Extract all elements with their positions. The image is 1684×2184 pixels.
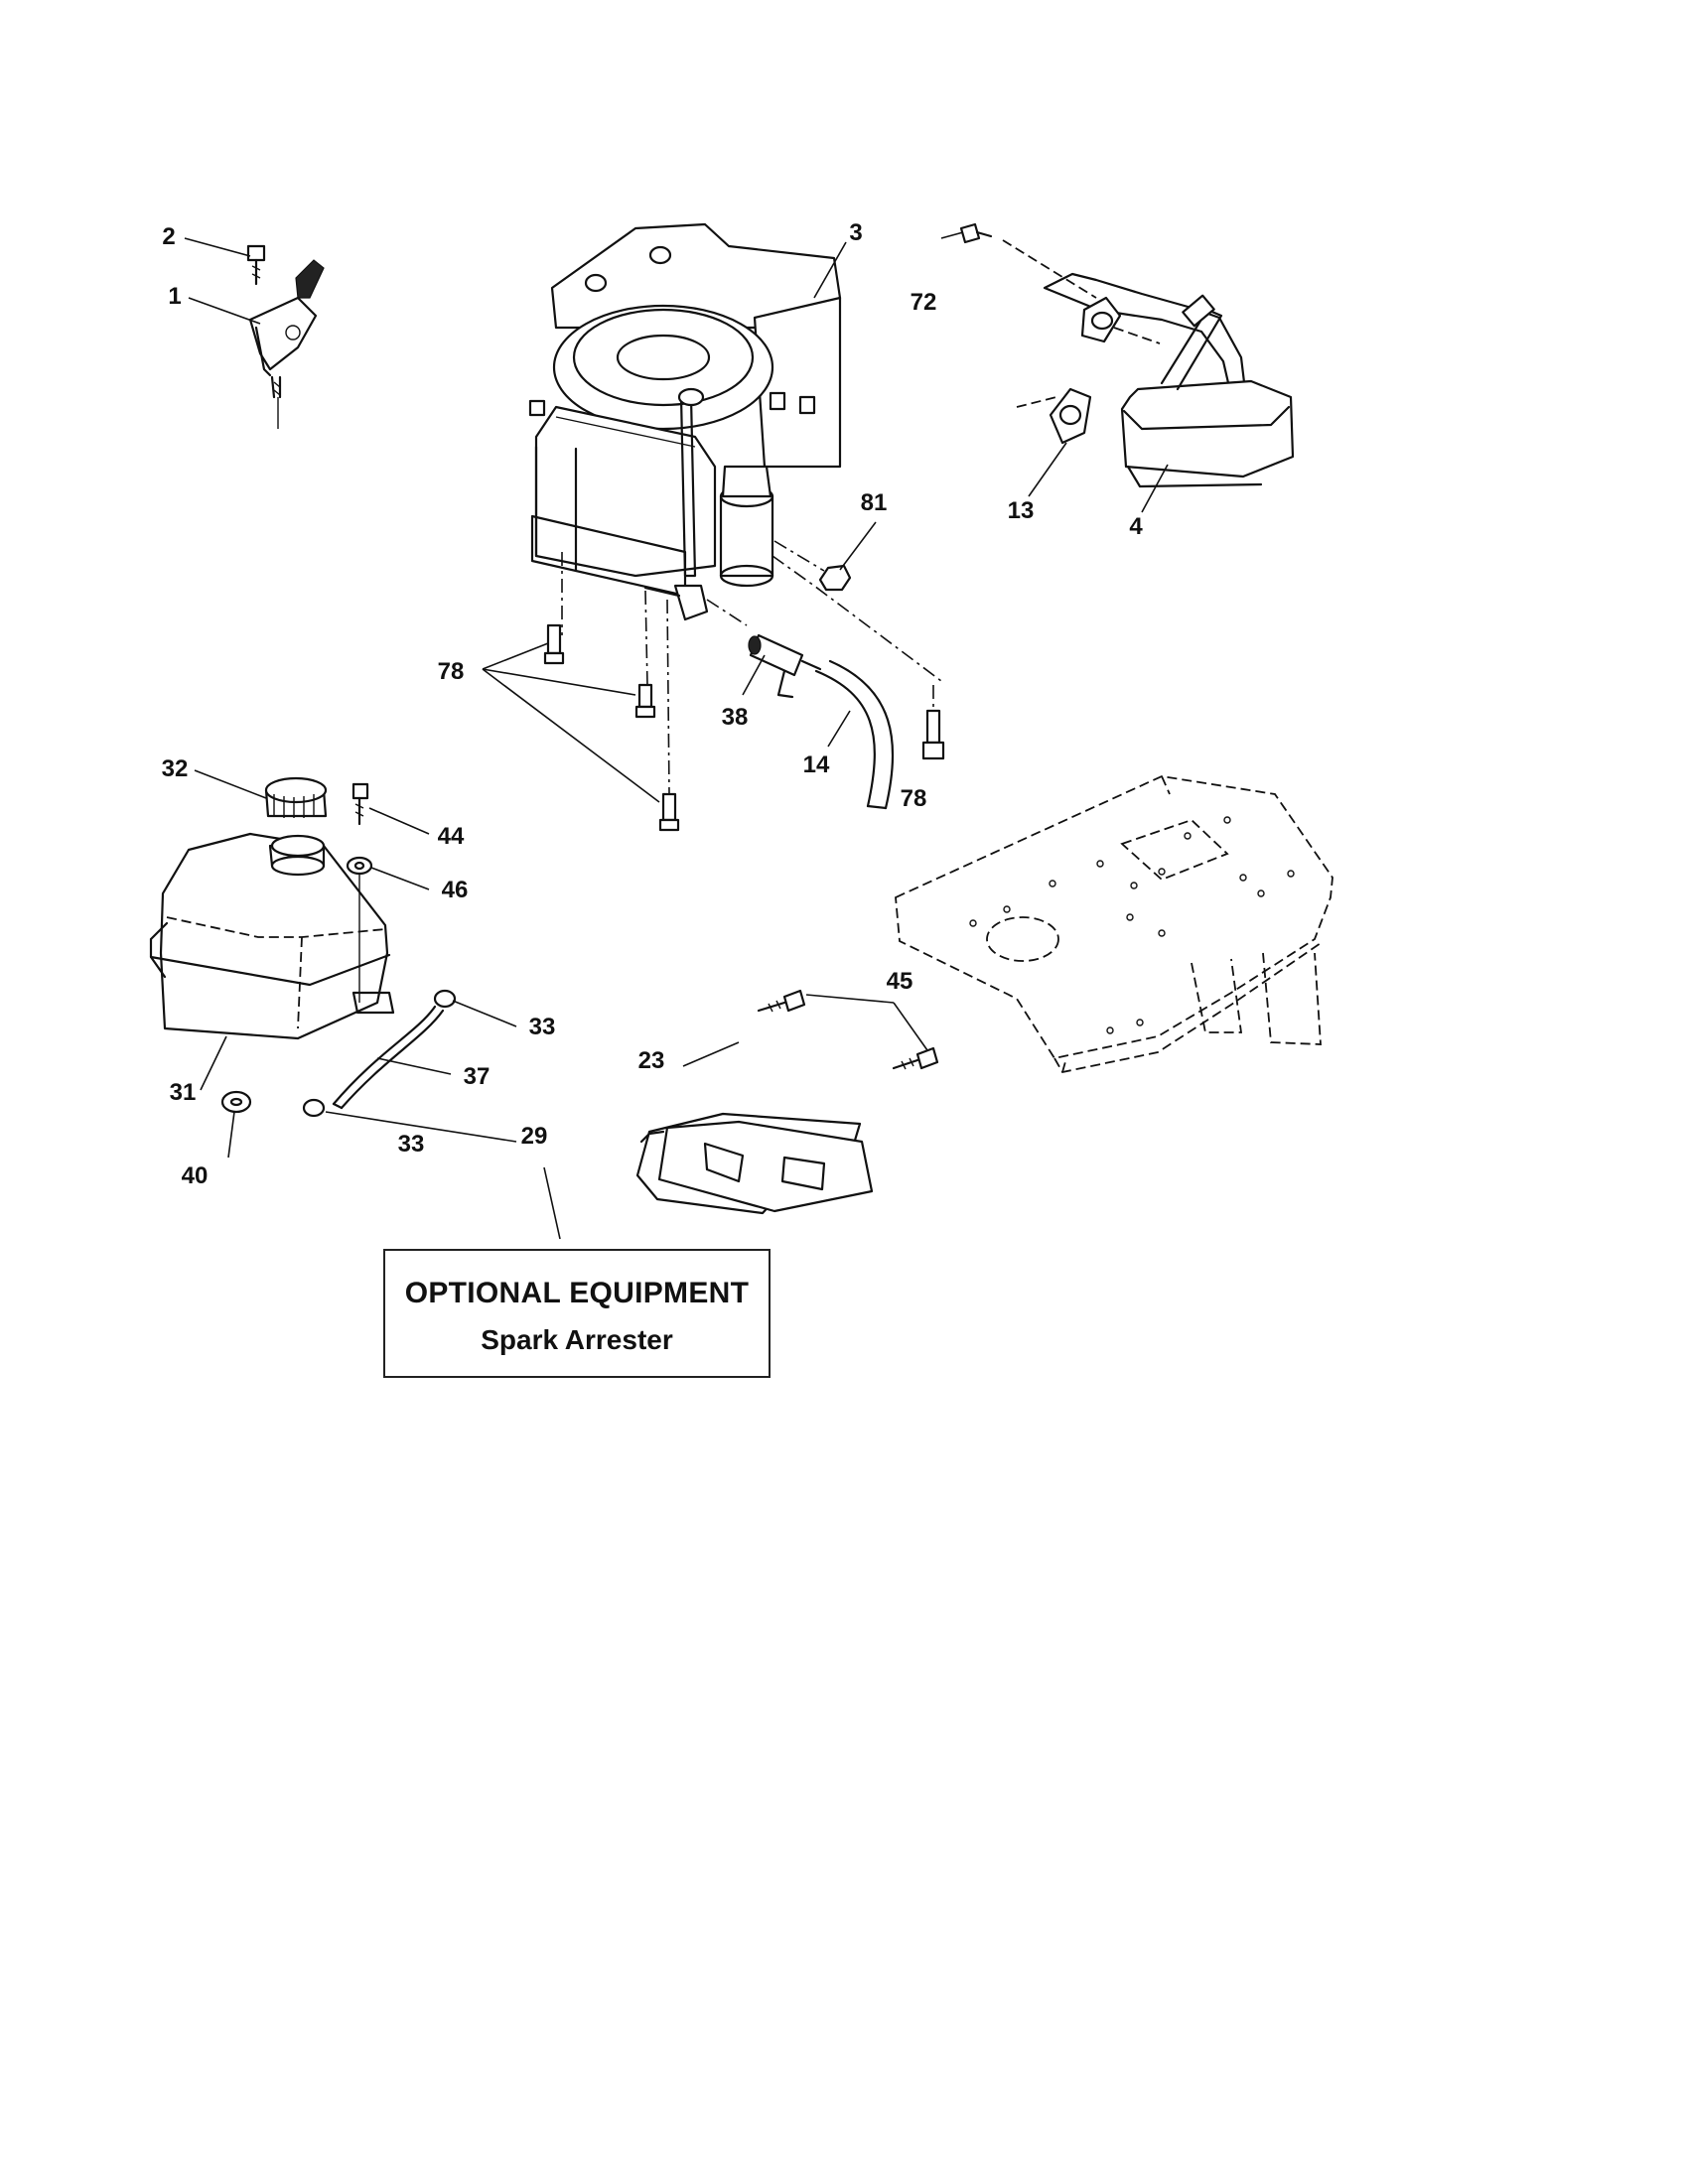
callout-4: 4 <box>1129 513 1143 540</box>
spark-arrester-label: Spark Arrester <box>481 1324 673 1355</box>
engine <box>528 222 942 795</box>
callout-81: 81 <box>861 489 888 516</box>
callouts: 2 1 3 72 13 4 81 78 38 14 78 32 44 46 33… <box>162 219 1144 1189</box>
fuel-tank <box>149 776 395 1114</box>
callout-38: 38 <box>722 704 749 731</box>
leader-lines <box>184 231 1169 1240</box>
spark-arrester-plate <box>635 989 939 1215</box>
engine-bolts <box>543 564 945 832</box>
callout-14: 14 <box>803 751 830 778</box>
optional-equipment-box: OPTIONAL EQUIPMENT Spark Arrester <box>383 1249 771 1378</box>
throttle-control <box>246 244 325 429</box>
callout-1: 1 <box>168 283 181 310</box>
callout-45: 45 <box>887 968 913 995</box>
callout-44: 44 <box>438 823 465 850</box>
callout-46: 46 <box>442 877 469 903</box>
optional-equipment-title: OPTIONAL EQUIPMENT <box>404 1277 750 1309</box>
frame-reference <box>895 775 1333 1074</box>
callout-33a: 33 <box>529 1014 556 1040</box>
fuel-line <box>748 633 895 810</box>
callout-2: 2 <box>162 223 175 250</box>
callout-40: 40 <box>182 1162 209 1189</box>
callout-37: 37 <box>464 1063 491 1090</box>
callout-78b: 78 <box>901 785 927 812</box>
callout-29: 29 <box>521 1123 548 1150</box>
callout-23: 23 <box>638 1047 665 1074</box>
callout-33b: 33 <box>398 1131 425 1158</box>
callout-3: 3 <box>849 219 862 246</box>
callout-32: 32 <box>162 755 189 782</box>
tank-fuel-line <box>302 989 457 1118</box>
callout-78a: 78 <box>438 658 465 685</box>
callout-31: 31 <box>170 1079 197 1106</box>
callout-72: 72 <box>911 289 937 316</box>
callout-13: 13 <box>1008 497 1035 524</box>
muffler <box>959 222 1295 488</box>
